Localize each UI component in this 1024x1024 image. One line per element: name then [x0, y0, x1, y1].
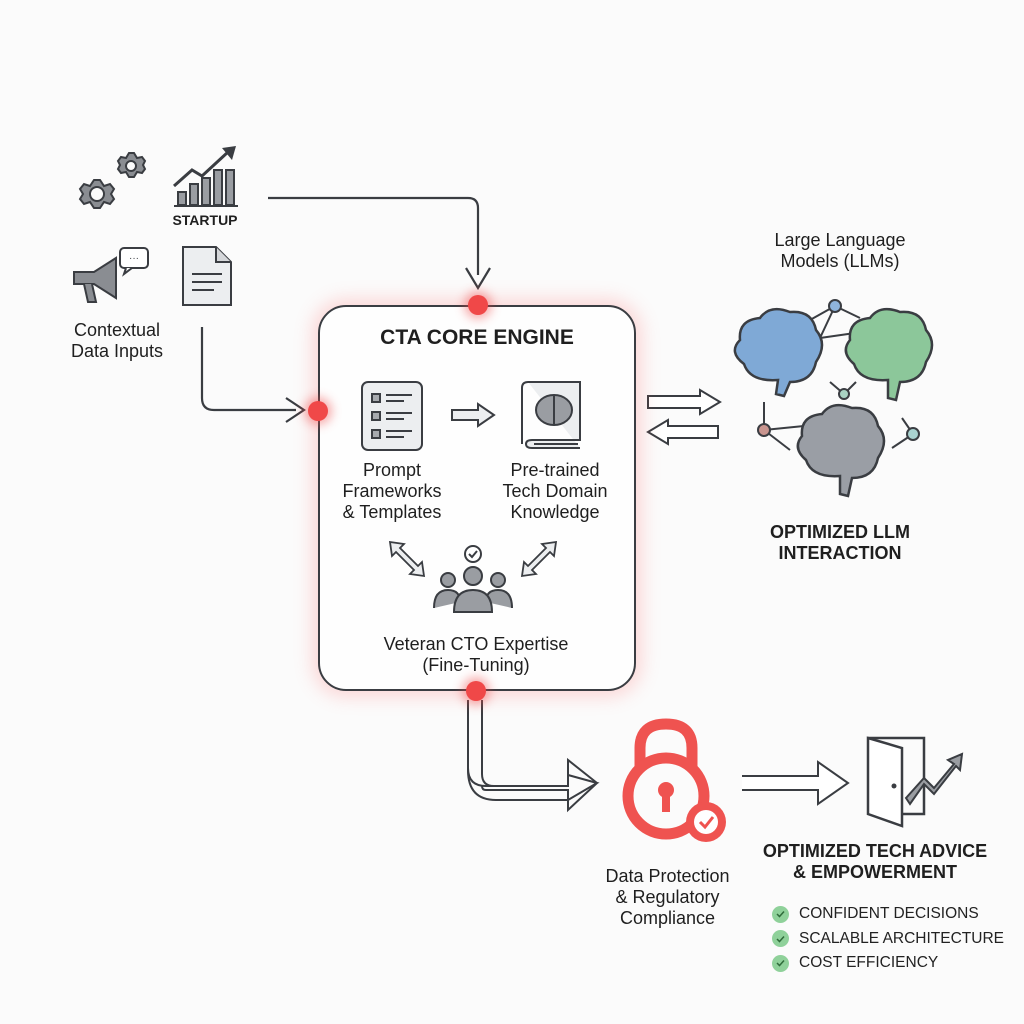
document-icon — [182, 246, 232, 306]
brain-green-icon — [844, 307, 934, 402]
benefit-label: SCALABLE ARCHITECTURE — [799, 929, 1004, 947]
cto-expertise-label: Veteran CTO Expertise (Fine-Tuning) — [383, 634, 569, 676]
team-expertise-icon — [433, 545, 513, 613]
benefit-item: SCALABLE ARCHITECTURE — [772, 927, 1004, 952]
check-icon — [772, 954, 789, 972]
core-bottom-connector — [466, 681, 486, 701]
core-top-connector — [468, 295, 488, 315]
door-growth-icon — [866, 736, 964, 828]
check-icon — [772, 930, 789, 948]
benefit-item: COST EFFICIENCY — [772, 951, 1004, 976]
check-icon — [772, 905, 789, 923]
inputs-to-core-line — [200, 327, 296, 412]
inputs-to-core-arrowhead — [285, 397, 306, 423]
gears-icon — [78, 152, 147, 209]
growth-chart-icon — [173, 146, 238, 207]
core-engine-title: CTA CORE ENGINE — [380, 326, 574, 349]
contextual-inputs-title: Contextual Data Inputs — [70, 320, 164, 362]
outcome-title: OPTIMIZED TECH ADVICE & EMPOWERMENT — [762, 841, 988, 883]
bidirectional-arrow-right-icon — [520, 540, 558, 578]
core-to-compliance-arrow — [467, 700, 600, 802]
core-to-llm-arrow — [647, 388, 722, 416]
benefit-label: COST EFFICIENCY — [799, 954, 939, 972]
compliance-label: Data Protection & Regulatory Compliance — [605, 866, 730, 929]
core-left-connector — [308, 401, 328, 421]
llm-to-core-arrow — [646, 418, 719, 446]
knowledge-book-icon — [521, 381, 581, 449]
startup-to-core-arrowhead — [465, 267, 491, 291]
llm-title: Large Language Models (LLMs) — [774, 230, 906, 272]
llm-network — [733, 299, 934, 498]
brain-gray-icon — [796, 403, 886, 498]
startup-label: STARTUP — [172, 212, 238, 228]
bidirectional-arrow-left-icon — [388, 540, 426, 578]
prompt-frameworks-label: Prompt Frameworks & Templates — [342, 460, 442, 523]
benefit-label: CONFIDENT DECISIONS — [799, 905, 979, 923]
llm-interaction-label: OPTIMIZED LLM INTERACTION — [770, 522, 910, 564]
megaphone-icon: ··· — [73, 247, 149, 303]
svg-text:···: ··· — [129, 253, 139, 264]
checklist-icon — [361, 381, 423, 451]
lock-compliance-icon — [622, 718, 726, 842]
compliance-to-outcome-arrow — [742, 760, 850, 806]
benefit-item: CONFIDENT DECISIONS — [772, 902, 1004, 927]
benefits-list: CONFIDENT DECISIONS SCALABLE ARCHITECTUR… — [772, 902, 1004, 976]
domain-knowledge-label: Pre-trained Tech Domain Knowledge — [502, 460, 608, 523]
startup-to-core-line — [268, 196, 480, 275]
flow-arrow-icon — [451, 402, 496, 428]
brain-blue-icon — [733, 307, 824, 398]
